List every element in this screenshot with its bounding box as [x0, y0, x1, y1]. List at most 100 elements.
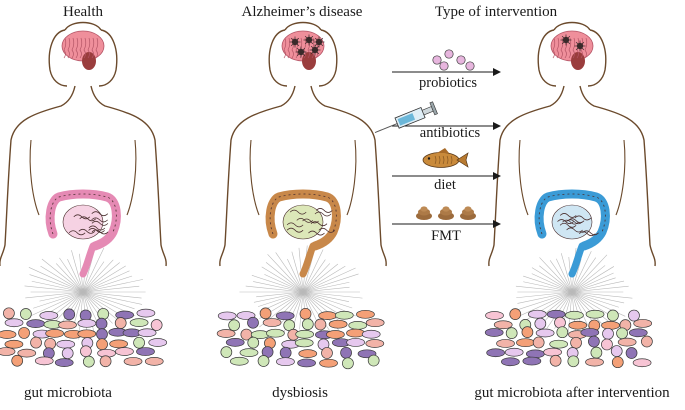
torso-line [346, 139, 357, 216]
bacterium [133, 336, 145, 349]
bacterium [486, 348, 505, 358]
bacterium [247, 316, 259, 329]
body-outline [310, 85, 387, 267]
bacterium [275, 311, 295, 321]
bacterium [565, 310, 584, 320]
bacterium [504, 347, 524, 357]
bacterium [136, 347, 155, 356]
head-top [64, 21, 102, 31]
alzheimers-footer: dysbiosis [272, 385, 328, 401]
bacterium [217, 311, 237, 321]
bacterium [516, 338, 535, 348]
intervention-footer: gut microbiota after intervention [474, 385, 670, 401]
bacterium [493, 320, 513, 330]
bacterium [546, 309, 566, 319]
bacterium [505, 327, 518, 340]
torso-line [126, 139, 137, 216]
bacterium [257, 355, 270, 367]
bacteria-cluster [0, 307, 168, 368]
brain [281, 30, 325, 70]
bacterium [63, 308, 76, 321]
fmt-stool-icon [438, 206, 454, 220]
body-outline [90, 85, 167, 267]
bacterium [247, 336, 260, 349]
bacterium [295, 329, 315, 339]
alzheimers-header: Alzheimer’s disease [241, 4, 363, 20]
head-outline [98, 29, 118, 87]
torso-line [615, 139, 626, 216]
bacterium [525, 349, 545, 359]
bacterium [326, 330, 345, 339]
intervention-label-fmt: FMT [431, 228, 461, 244]
intervention-label-diet: diet [434, 177, 456, 193]
bacterium [617, 337, 637, 347]
bacterium [0, 347, 16, 356]
bacterium [611, 356, 624, 369]
bacterium [601, 338, 613, 351]
bacterium [54, 358, 74, 367]
bacterium [521, 326, 534, 339]
bacterium [259, 307, 272, 320]
bacterium [534, 317, 547, 330]
bacterium [45, 329, 64, 338]
radiating-lines [513, 247, 633, 335]
bacterium [356, 309, 375, 319]
bacterium [527, 309, 547, 319]
bacteria-cluster [216, 307, 385, 370]
torso-line [249, 139, 260, 216]
bacterium [34, 356, 54, 366]
bacterium [97, 308, 110, 320]
bacterium [299, 307, 312, 320]
bacterium [348, 321, 368, 330]
bacterium [485, 311, 504, 320]
bacterium [30, 336, 42, 349]
bacterium [279, 346, 292, 359]
bacterium [625, 347, 638, 359]
body-outline [0, 85, 76, 266]
bacterium [220, 346, 233, 359]
bacterium [319, 358, 338, 368]
bacterium [228, 319, 240, 332]
bacterium [150, 319, 163, 331]
bacterium [0, 330, 17, 339]
intervention-figure [484, 21, 656, 369]
probiotic-capsule [444, 49, 454, 59]
bacterium [554, 316, 566, 329]
bacterium [365, 339, 385, 348]
body-outline [579, 85, 656, 267]
bacterium [18, 327, 30, 339]
brain [550, 30, 594, 70]
bacterium [484, 328, 504, 337]
head-outline [268, 29, 288, 87]
bacterium [314, 318, 327, 331]
health-footer: gut microbiota [24, 385, 112, 401]
fmt-stool-icon [460, 206, 476, 220]
head-outline [587, 29, 607, 87]
bacterium [633, 319, 653, 328]
bacterium [216, 329, 236, 338]
bacterium [580, 328, 600, 337]
intestine [265, 189, 341, 278]
bacterium [225, 337, 245, 347]
bacterium [20, 308, 32, 320]
bacterium [39, 311, 59, 320]
head-top [284, 21, 322, 31]
bacterium [522, 356, 542, 366]
intestine [45, 189, 121, 278]
bacterium [294, 338, 314, 348]
bacterium [328, 319, 348, 329]
fish-icon [422, 148, 469, 168]
bacterium [585, 309, 605, 319]
bacterium [632, 358, 652, 368]
bacterium [509, 308, 522, 320]
bacterium [590, 346, 603, 359]
bacterium [602, 327, 614, 340]
bacterium [298, 349, 318, 358]
body-outline [219, 85, 296, 267]
bacterium [80, 345, 92, 358]
bacterium [588, 335, 600, 348]
bacterium [26, 319, 46, 328]
healthy-figure [0, 21, 168, 368]
bacterium [58, 320, 77, 330]
